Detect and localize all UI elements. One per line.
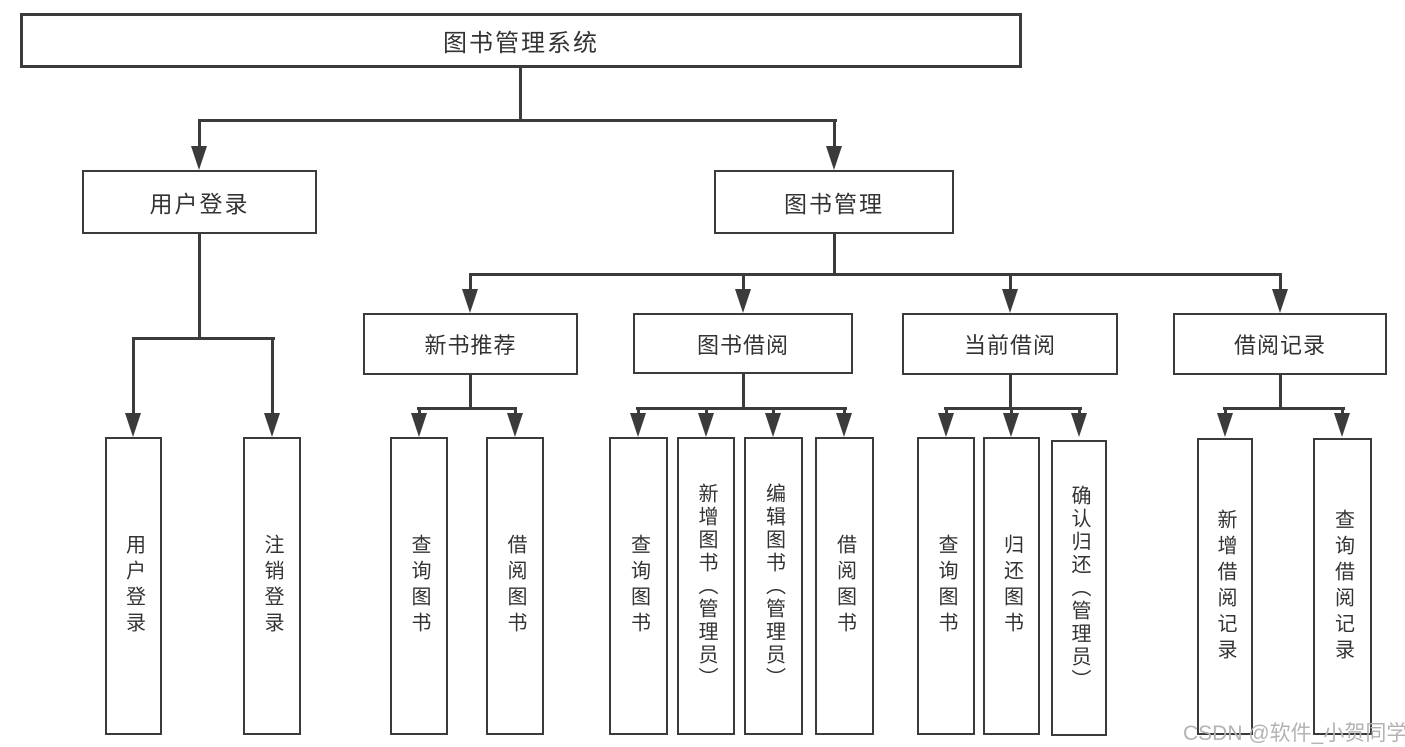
arrow-down-icon [411, 413, 427, 437]
connector-line [1010, 407, 1013, 417]
connector-line [1078, 407, 1081, 417]
connector-line [843, 407, 846, 417]
csdn-watermark: CSDN @软件_小贺同学 [1183, 722, 1405, 745]
leaf-borrowing-query-books: 查询图书 [609, 437, 668, 735]
node-book-borrowing-label: 图书借阅 [696, 332, 789, 358]
node-book-management-label: 图书管理 [784, 191, 884, 217]
connector-line [198, 119, 837, 122]
connector-line [132, 337, 135, 417]
node-new-book-recommend-label: 新书推荐 [424, 333, 517, 358]
connector-line [772, 407, 775, 417]
leaf-add-borrow-record-label: 新增借阅记录 [1214, 508, 1236, 665]
connector-line [198, 119, 201, 149]
connector-line [271, 337, 274, 417]
leaf-recommend-query-books: 查询图书 [390, 437, 448, 735]
leaf-query-borrow-record-label: 查询借阅记录 [1331, 508, 1354, 665]
arrow-down-icon [125, 413, 141, 437]
leaf-return-books-label: 归还图书 [1000, 534, 1023, 638]
connector-line [1341, 407, 1344, 417]
arrow-down-icon [836, 413, 852, 437]
node-book-borrowing: 图书借阅 [633, 313, 853, 374]
leaf-logout-label: 注销登录 [261, 534, 283, 638]
leaf-user-login-label: 用户登录 [122, 534, 145, 638]
leaf-confirm-return-admin-label: 确认归还（管理员） [1068, 484, 1090, 692]
arrow-down-icon [765, 413, 781, 437]
connector-line [1279, 273, 1282, 293]
node-current-borrowing: 当前借阅 [902, 313, 1118, 375]
leaf-add-books-admin: 新增图书（管理员） [677, 437, 735, 735]
arrow-down-icon [1272, 289, 1288, 313]
leaf-confirm-return-admin: 确认归还（管理员） [1051, 440, 1107, 736]
node-library-system-label: 图书管理系统 [443, 30, 599, 57]
node-user-login: 用户登录 [82, 170, 317, 234]
connector-line [417, 407, 517, 410]
leaf-borrowing-borrow-books: 借阅图书 [815, 437, 874, 735]
connector-line [742, 374, 745, 409]
arrow-down-icon [1071, 413, 1087, 437]
connector-line [944, 407, 1082, 410]
connector-line [1009, 273, 1012, 293]
connector-line [418, 407, 421, 417]
connector-line [705, 407, 708, 417]
leaf-current-query-books: 查询图书 [917, 437, 975, 735]
arrow-down-icon [1334, 413, 1350, 437]
node-borrowing-records: 借阅记录 [1173, 313, 1387, 375]
connector-line [1009, 375, 1012, 409]
leaf-user-login: 用户登录 [105, 437, 162, 735]
node-borrowing-records-label: 借阅记录 [1233, 333, 1326, 358]
arrow-down-icon [1217, 413, 1233, 437]
connector-line [519, 68, 522, 122]
connector-line [636, 407, 847, 410]
connector-line [1224, 407, 1227, 417]
arrow-down-icon [1003, 413, 1019, 437]
arrow-down-icon [264, 413, 280, 437]
node-library-system: 图书管理系统 [20, 13, 1022, 68]
leaf-edit-books-admin: 编辑图书（管理员） [744, 437, 803, 735]
connector-line [945, 407, 948, 417]
connector-line [514, 407, 517, 417]
leaf-add-books-admin-label: 新增图书（管理员） [695, 482, 717, 690]
arrow-down-icon [462, 289, 478, 313]
node-new-book-recommend: 新书推荐 [363, 313, 578, 375]
connector-line [469, 273, 1282, 276]
connector-line [637, 407, 640, 417]
arrow-down-icon [1002, 289, 1018, 313]
leaf-recommend-borrow-books: 借阅图书 [486, 437, 544, 735]
arrow-down-icon [826, 146, 842, 170]
arrow-down-icon [630, 413, 646, 437]
leaf-logout: 注销登录 [243, 437, 301, 735]
leaf-borrowing-query-books-label: 查询图书 [627, 534, 650, 638]
connector-line [742, 273, 745, 293]
connector-line [469, 273, 472, 293]
connector-line [833, 234, 836, 276]
connector-line [198, 234, 201, 340]
connector-line [1279, 375, 1282, 409]
leaf-recommend-borrow-books-label: 借阅图书 [504, 534, 526, 638]
arrow-down-icon [698, 413, 714, 437]
leaf-query-borrow-record: 查询借阅记录 [1313, 438, 1372, 735]
node-book-management: 图书管理 [714, 170, 954, 234]
connector-line [1223, 407, 1345, 410]
leaf-borrowing-borrow-books-label: 借阅图书 [833, 534, 856, 638]
node-current-borrowing-label: 当前借阅 [963, 333, 1056, 358]
arrow-down-icon [938, 413, 954, 437]
leaf-current-query-books-label: 查询图书 [935, 534, 957, 638]
arrow-down-icon [507, 413, 523, 437]
leaf-add-borrow-record: 新增借阅记录 [1197, 438, 1253, 735]
node-user-login-label: 用户登录 [149, 191, 250, 217]
leaf-recommend-query-books-label: 查询图书 [408, 534, 430, 638]
connector-line [469, 375, 472, 409]
connector-line [132, 337, 275, 340]
leaf-edit-books-admin-label: 编辑图书（管理员） [762, 482, 785, 690]
arrow-down-icon [735, 289, 751, 313]
arrow-down-icon [191, 146, 207, 170]
connector-line [833, 119, 836, 149]
leaf-return-books: 归还图书 [983, 437, 1040, 735]
